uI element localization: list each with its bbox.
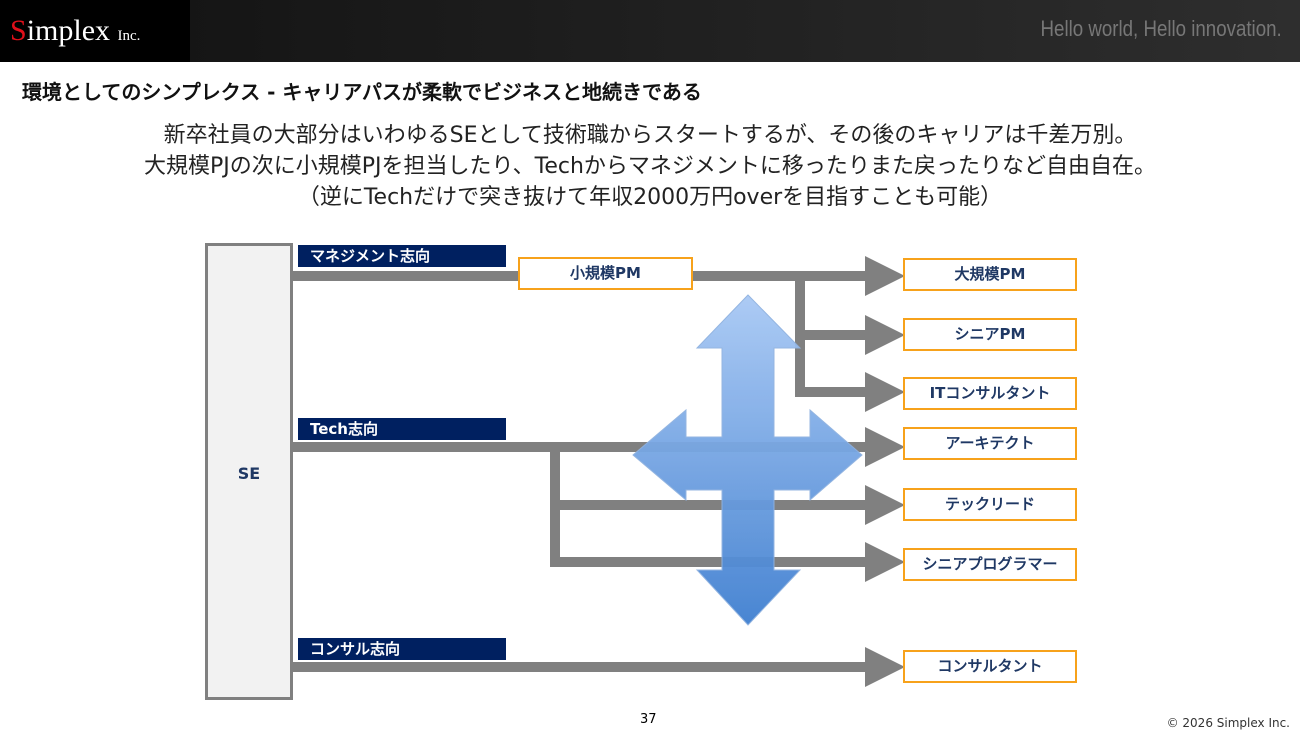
destination-box: アーキテクト [903,427,1077,460]
destination-box: 大規模PM [903,258,1077,291]
slide-title: 環境としてのシンプレクス - キャリアパスが柔軟でビジネスと地続きである [22,80,702,104]
destination-box: ITコンサルタント [903,377,1077,410]
header-bar [0,0,1300,62]
track-label-management: マネジメント志向 [298,245,506,267]
tagline: Hello world, Hello innovation. [1040,16,1282,41]
destination-box: テックリード [903,488,1077,521]
four-way-arrow-icon [632,294,863,626]
logo-initial: S [10,14,27,47]
track-label-consul: コンサル志向 [298,638,506,660]
logo-main: implex [26,14,111,47]
subtitle-line: 大規模PJの次に小規模PJを担当したり、Techからマネジメントに移ったりまた戻… [144,154,1156,179]
track-label-tech: Tech志向 [298,418,506,440]
logo-suffix: Inc. [117,28,141,44]
subtitle-line: （逆にTechだけで突き抜けて年収2000万円overを目指すことも可能） [297,185,1003,210]
subtitle: 新卒社員の大部分はいわゆるSEとして技術職からスタートするが、その後のキャリアは… [0,120,1300,213]
subtitle-line: 新卒社員の大部分はいわゆるSEとして技術職からスタートするが、その後のキャリアは… [163,123,1137,148]
destination-box: シニアプログラマー [903,548,1077,581]
intermediate-box-small-pm: 小規模PM [518,257,693,290]
page-number: 37 [640,712,657,727]
destination-box: コンサルタント [903,650,1077,683]
logo: Simplex Inc. [0,0,190,62]
copyright: © 2026 Simplex Inc. [1166,716,1290,730]
destination-box: シニアPM [903,318,1077,351]
se-start-box: SE [205,243,293,700]
